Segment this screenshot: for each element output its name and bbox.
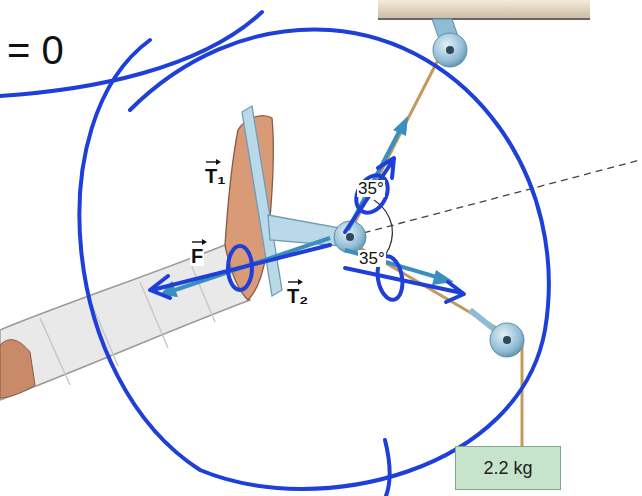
pulley xyxy=(433,33,467,67)
force-vectors xyxy=(160,116,454,297)
angle-label: 35° xyxy=(358,250,386,267)
foot-bracket xyxy=(268,215,342,246)
force-label: T₁ xyxy=(204,166,227,186)
pulley xyxy=(490,323,524,357)
knee xyxy=(0,340,35,398)
hand-arrow xyxy=(345,268,464,302)
force-label: F xyxy=(190,246,204,266)
arrowhead xyxy=(393,116,408,136)
pulley-axle xyxy=(446,46,454,54)
angle-arc xyxy=(386,226,392,254)
mass-block: 2.2 kg xyxy=(455,446,561,490)
angle-label: 35° xyxy=(357,180,385,197)
bisector-line xyxy=(352,160,640,236)
pulley-axle xyxy=(503,336,511,344)
force-vector xyxy=(175,238,330,290)
equation-text: = 0 xyxy=(6,30,65,70)
force-label: T₂ xyxy=(286,286,309,306)
hand-curve xyxy=(385,440,390,496)
leg-cast xyxy=(0,245,250,400)
ceiling xyxy=(378,0,590,18)
mass-label: 2.2 kg xyxy=(483,458,532,479)
pulley-axle xyxy=(346,233,354,241)
hand-ellipse xyxy=(228,246,252,290)
hand-ellipse xyxy=(350,170,394,219)
hand-annotation xyxy=(0,12,549,496)
hand-circle xyxy=(79,30,548,489)
hand-arrow xyxy=(345,158,394,232)
tension-vector xyxy=(345,250,440,278)
ceiling-edge xyxy=(378,18,590,20)
